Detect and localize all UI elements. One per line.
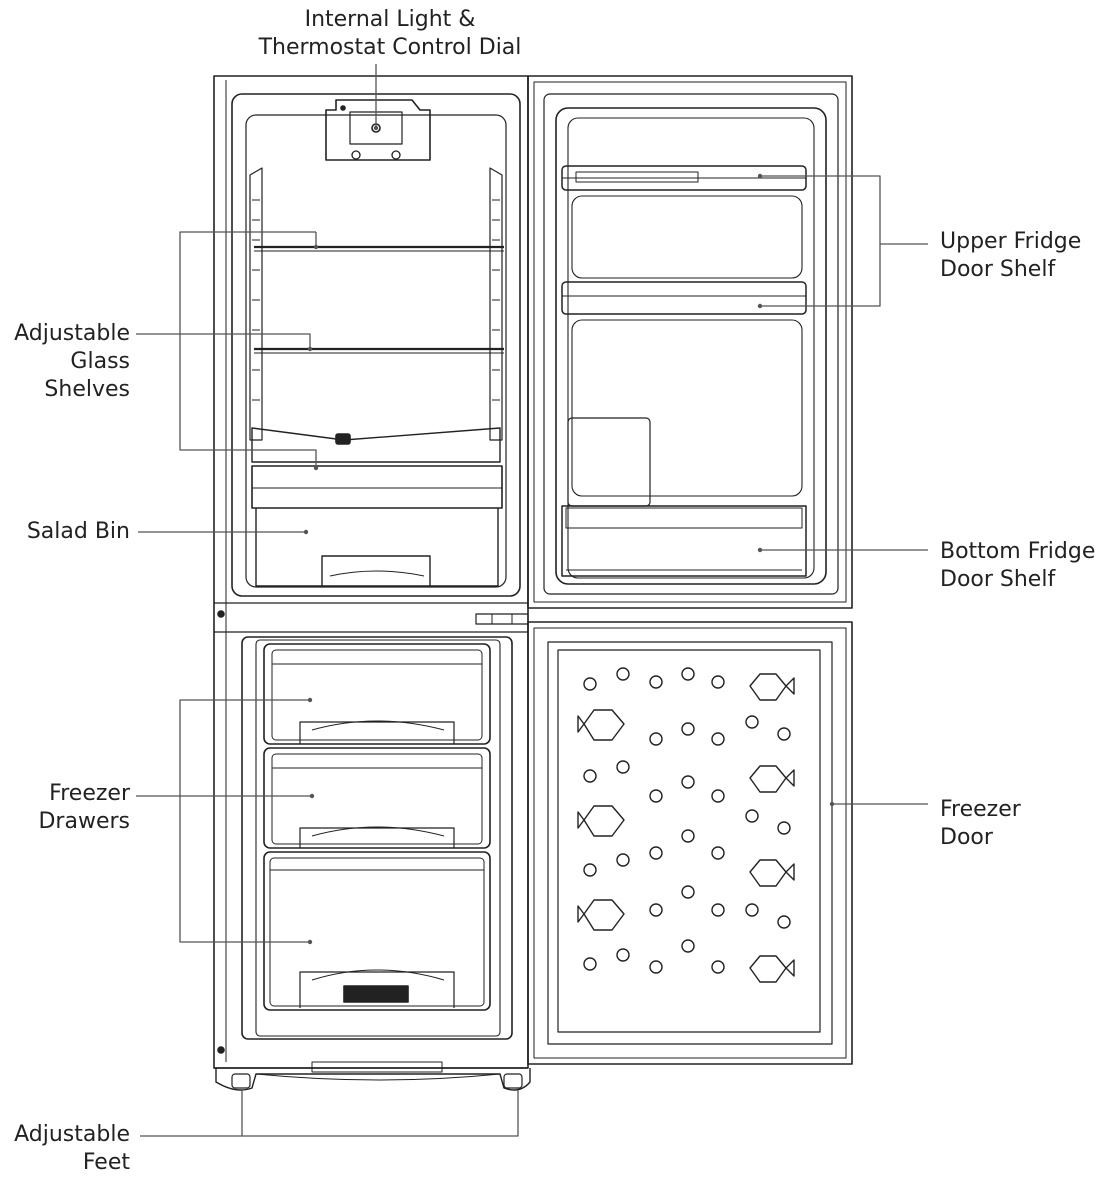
- label-salad-bin: Salad Bin: [0, 518, 130, 546]
- bottom-door-shelf: [562, 506, 806, 576]
- label-line: Feet: [0, 1149, 130, 1177]
- label-line: Upper Fridge: [940, 228, 1100, 256]
- freezer-compartment: [242, 637, 512, 1039]
- label-line: Adjustable: [0, 1121, 130, 1149]
- label-line: Shelves: [0, 376, 130, 404]
- label-line: Internal Light &: [250, 6, 530, 34]
- freezer-door: [528, 622, 852, 1064]
- label-line: Door: [940, 824, 1100, 852]
- leader-lines: [136, 64, 928, 1136]
- fridge-compartment: [232, 94, 520, 596]
- label-adjustable-feet: Adjustable Feet: [0, 1121, 130, 1177]
- label-line: Salad Bin: [0, 518, 130, 546]
- label-upper-fridge-door-shelf: Upper Fridge Door Shelf: [940, 228, 1100, 284]
- cabinet-body: [214, 76, 528, 1068]
- label-adjustable-glass-shelves: Adjustable Glass Shelves: [0, 320, 130, 404]
- freezer-drawer-3: [264, 852, 490, 1010]
- label-freezer-door: Freezer Door: [940, 796, 1100, 852]
- freezer-drawer-2: [264, 748, 490, 848]
- label-internal-light-thermostat: Internal Light & Thermostat Control Dial: [250, 6, 530, 62]
- label-freezer-drawers: Freezer Drawers: [0, 780, 130, 836]
- label-line: Door Shelf: [940, 566, 1104, 594]
- label-bottom-fridge-door-shelf: Bottom Fridge Door Shelf: [940, 538, 1104, 594]
- upper-door-shelves: [562, 166, 806, 506]
- label-line: Thermostat Control Dial: [250, 34, 530, 62]
- label-line: Freezer: [940, 796, 1100, 824]
- label-line: Adjustable: [0, 320, 130, 348]
- glass-shelves: [252, 247, 504, 462]
- label-line: Drawers: [0, 808, 130, 836]
- label-line: Freezer: [0, 780, 130, 808]
- fridge-door: [528, 76, 852, 608]
- salad-bin: [252, 466, 502, 586]
- freezer-door-pattern: [578, 668, 794, 982]
- freezer-drawer-1: [264, 644, 490, 744]
- label-line: Glass: [0, 348, 130, 376]
- base-and-feet: [214, 1062, 530, 1090]
- label-line: Bottom Fridge: [940, 538, 1104, 566]
- label-line: Door Shelf: [940, 256, 1100, 284]
- thermostat-housing: [326, 100, 430, 160]
